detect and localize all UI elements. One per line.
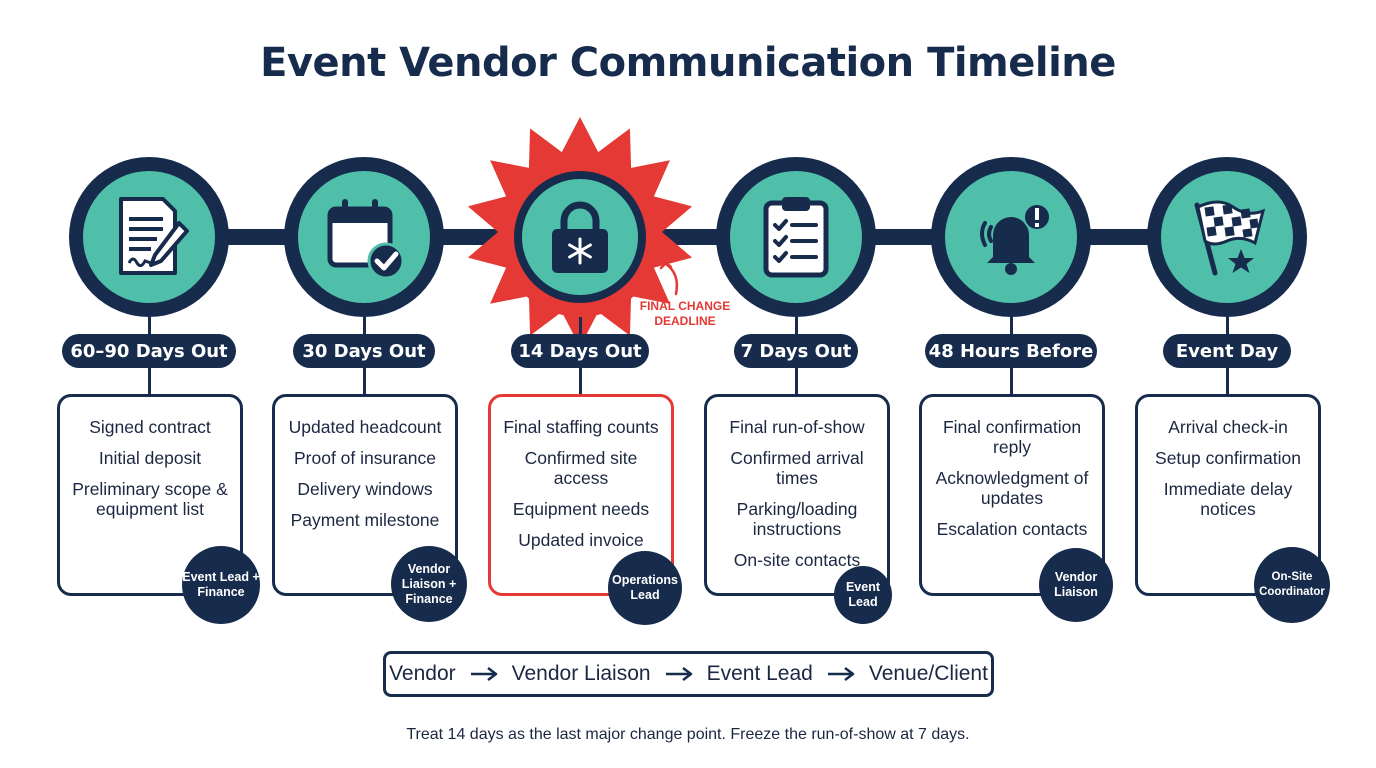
- page-title: Event Vendor Communication Timeline: [260, 40, 1116, 86]
- stage-icon-circle: [716, 157, 876, 317]
- stage-icon-circle: [931, 157, 1091, 317]
- flow-step: Vendor: [389, 662, 456, 685]
- card-item: Equipment needs: [512, 499, 650, 519]
- stage-connector: [148, 368, 151, 396]
- card-item: Delivery windows: [297, 479, 433, 499]
- card-item: Initial deposit: [98, 448, 202, 468]
- stage-label: Event Day: [1163, 334, 1291, 368]
- arrow-right-icon: [665, 667, 692, 681]
- card-item: Updated headcount: [288, 417, 442, 437]
- card-item: Setup confirmation: [1155, 448, 1301, 468]
- stage-icon-circle: [500, 157, 660, 317]
- stage-connector: [1226, 368, 1229, 396]
- stage-connector: [1010, 368, 1013, 396]
- stage-connector: [795, 368, 798, 396]
- card-item: Updated invoice: [518, 530, 644, 550]
- stage-connector: [1226, 317, 1229, 335]
- stage-card: Final staffing counts Confirmed site acc…: [488, 394, 674, 596]
- card-item: Confirmed arrival times: [730, 448, 864, 488]
- stage-connector: [363, 368, 366, 396]
- owner-badge: Event Lead: [834, 566, 892, 624]
- card-item: Confirmed site access: [524, 448, 638, 488]
- stage-connector: [1010, 317, 1013, 335]
- stage-card: Final confirmation reply Acknowledgment …: [919, 394, 1105, 596]
- owner-badge: On-Site Coordinator: [1254, 547, 1330, 623]
- owner-badge: Vendor Liaison: [1039, 548, 1113, 622]
- stage-label: 30 Days Out: [293, 334, 435, 368]
- checkered-flag-icon: [1194, 200, 1266, 276]
- bell-alert-icon: [980, 203, 1051, 275]
- card-item: Escalation contacts: [936, 519, 1088, 539]
- flow-step: Venue/Client: [868, 662, 988, 685]
- stage-label: 7 Days Out: [734, 334, 858, 368]
- card-item: Proof of insurance: [293, 448, 437, 468]
- card-item: Final run-of-show: [729, 417, 865, 437]
- stage-connector: [148, 317, 151, 335]
- card-item: Final confirmation reply: [942, 417, 1082, 457]
- stage-connector: [579, 317, 582, 335]
- card-item: On-site contacts: [733, 550, 861, 570]
- calendar-check-icon: [327, 199, 405, 280]
- owner-badge: Operations Lead: [608, 551, 682, 625]
- stage-connector: [795, 317, 798, 335]
- arrow-right-icon: [827, 667, 855, 681]
- stage-14-days: 14 Days Out Final staffing counts Confir…: [488, 0, 682, 625]
- card-item: Signed contract: [89, 417, 211, 437]
- stage-icon-circle: [69, 157, 229, 317]
- card-item: Arrival check-in: [1168, 417, 1288, 437]
- footer-note: Treat 14 days as the last major change p…: [406, 726, 970, 743]
- stage-48-hours: 48 Hours Before Final confirmation reply…: [919, 0, 1113, 622]
- stage-card: Final run-of-show Confirmed arrival time…: [704, 394, 890, 596]
- card-item: Payment milestone: [290, 510, 440, 530]
- clipboard-checklist-icon: [763, 197, 829, 278]
- owner-badge: Event Lead + Finance: [182, 546, 260, 624]
- stage-connector: [579, 368, 582, 396]
- flow-step: Vendor Liaison: [511, 662, 651, 685]
- stage-icon-circle: [1147, 157, 1307, 317]
- card-item: Preliminary scope & equipment list: [72, 479, 228, 519]
- curved-arrow-icon: [659, 261, 679, 296]
- stage-label: 14 Days Out: [511, 334, 649, 368]
- stage-60-90-days: 60–90 Days Out Signed contract Initial d…: [57, 0, 260, 624]
- arrow-right-icon: [470, 667, 497, 681]
- card-item: Parking/loading instructions: [736, 499, 858, 539]
- stage-icon-circle: [284, 157, 444, 317]
- stage-card: Arrival check-in Setup confirmation Imme…: [1135, 394, 1321, 596]
- stage-connector: [363, 317, 366, 335]
- card-item: Immediate delay notices: [1163, 479, 1293, 519]
- stage-30-days: 30 Days Out Updated headcount Proof of i…: [272, 0, 467, 622]
- padlock-snowflake-icon: [552, 201, 608, 273]
- card-item: Acknowledgment of updates: [935, 468, 1089, 508]
- stage-label: 60–90 Days Out: [62, 334, 236, 368]
- owner-badge: Vendor Liaison + Finance: [391, 546, 467, 622]
- card-item: Final staffing counts: [503, 417, 659, 437]
- escalation-flow: Vendor Vendor Liaison Event Lead Venue/C…: [383, 651, 994, 697]
- stage-7-days: 7 Days Out Final run-of-show Confirmed a…: [704, 0, 892, 624]
- stage-event-day: Event Day Arrival check-in Setup confirm…: [1135, 0, 1330, 623]
- signed-document-icon: [119, 197, 189, 275]
- deadline-note: FINAL CHANGE DEADLINE: [639, 299, 731, 328]
- flow-step: Event Lead: [706, 662, 813, 685]
- stage-label: 48 Hours Before: [925, 334, 1097, 368]
